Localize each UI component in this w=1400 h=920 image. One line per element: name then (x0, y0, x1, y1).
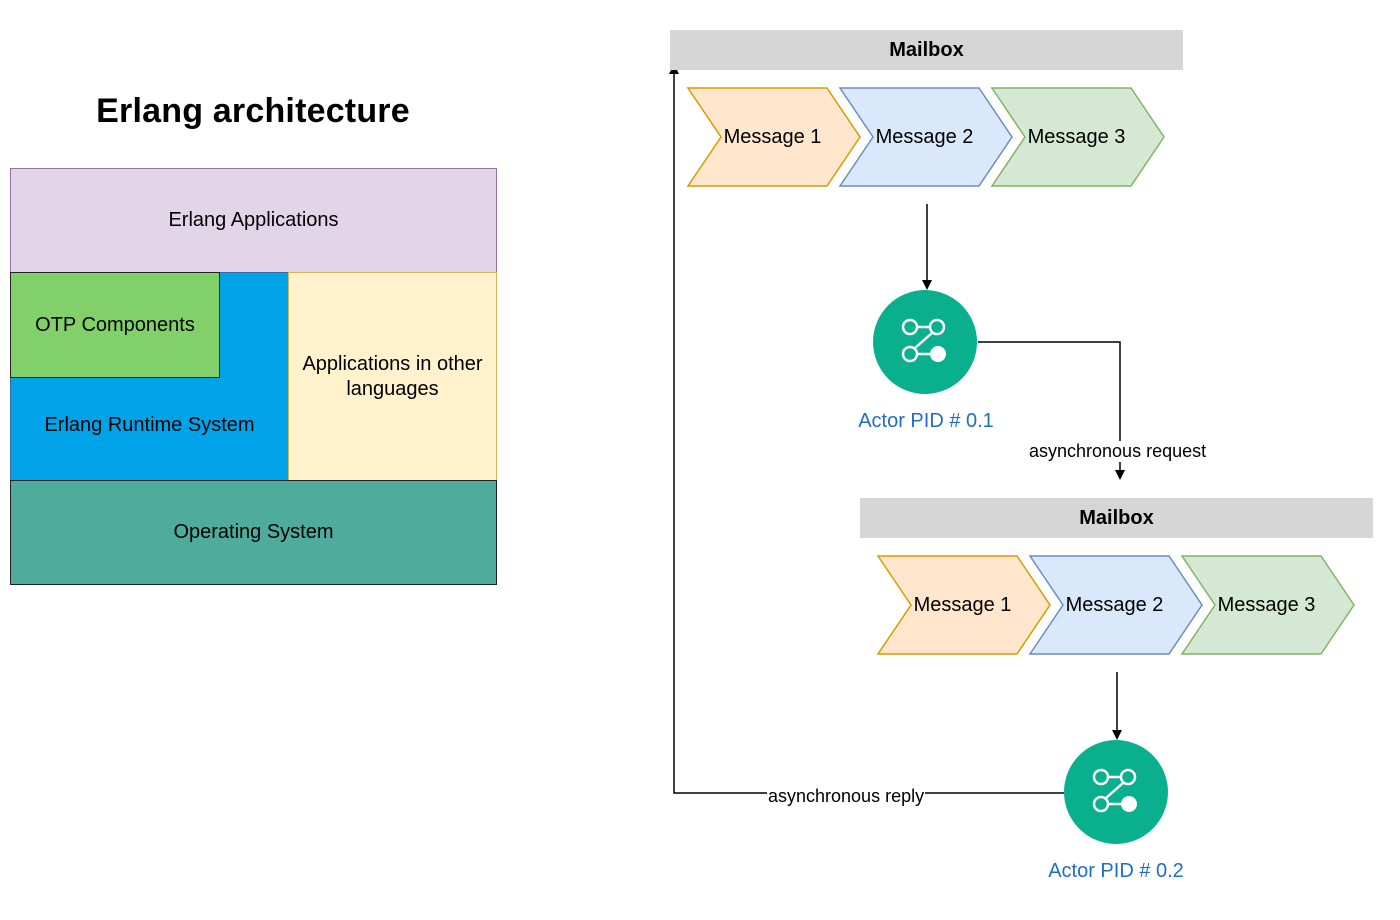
mailbox-top-message-3 (990, 87, 1165, 187)
reply-label: asynchronous reply (767, 786, 926, 807)
layer-otp-components: OTP Components (10, 272, 220, 378)
mailbox-bottom-message-1-label: Message 1 (913, 593, 1012, 616)
actor-1-node (873, 290, 977, 394)
mailbox-bottom-message-1 (876, 555, 1051, 655)
mailbox-bottom-message-2 (1028, 555, 1203, 655)
edge-actor2-to-mailbox1 (669, 64, 1064, 794)
layer-erlang-runtime-system: Erlang Runtime System (44, 413, 255, 436)
mailbox-top-message-1-label: Message 1 (723, 125, 822, 148)
actor-2-label: Actor PID # 0.2 (1048, 860, 1184, 882)
mailbox-bottom-message-3-label: Message 3 (1217, 593, 1316, 616)
layer-operating-system: Operating System (10, 480, 497, 585)
request-label: asynchronous request (1028, 441, 1208, 462)
mailbox-top-message-3-label: Message 3 (1027, 125, 1126, 148)
process-graph-icon (1092, 768, 1137, 813)
mailbox-top-message-2-label: Message 2 (875, 125, 974, 148)
architecture-title: Erlang architecture (96, 92, 410, 130)
mailbox-bottom-message-2-label: Message 2 (1065, 593, 1164, 616)
mailbox-bottom-header: Mailbox (860, 498, 1373, 538)
mailbox-bottom-message-3 (1180, 555, 1355, 655)
layer-erlang-applications: Erlang Applications (10, 168, 497, 273)
mailbox-top-message-2 (838, 87, 1013, 187)
actor-1-label: Actor PID # 0.1 (858, 410, 994, 432)
actor-2-node (1064, 740, 1168, 844)
edge-actor1-to-mailbox2 (978, 341, 1125, 480)
mailbox-top-header: Mailbox (670, 30, 1183, 70)
process-graph-icon (901, 318, 946, 363)
layer-applications-other-languages: Applications in other languages (288, 272, 497, 481)
mailbox-top-message-1 (686, 87, 861, 187)
